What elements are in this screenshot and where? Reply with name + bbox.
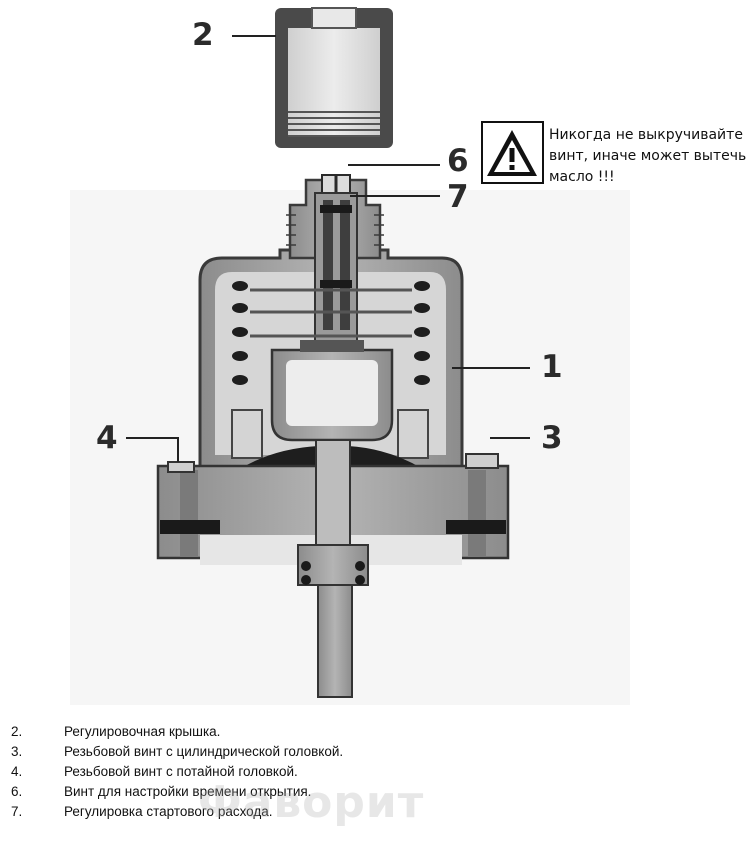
legend-number: 4.: [11, 764, 23, 779]
piston-cup: [270, 340, 394, 442]
warning-box: [481, 121, 544, 184]
legend-text: Регулировка стартового расхода.: [64, 804, 273, 819]
central-shaft: [297, 439, 369, 698]
legend-text: Резьбовой винт с цилиндрической головкой…: [64, 744, 344, 759]
valve-cross-section-diagram: [126, 7, 544, 698]
callout-7: 7: [447, 179, 469, 215]
warning-line: масло !!!: [549, 169, 615, 185]
leader-lines: [126, 35, 530, 462]
legend-text: Винт для настройки времени открытия.: [64, 784, 312, 799]
callout-3: 3: [541, 420, 563, 456]
warning-line: винт, иначе может вытечь: [549, 148, 746, 164]
watermark: Фаворит: [198, 777, 425, 828]
callout-6: 6: [447, 143, 469, 179]
spring-coils: [232, 281, 430, 385]
legend-number: 2.: [11, 724, 23, 739]
adjusting-cap: [275, 7, 393, 148]
warning-line: Никогда не выкручивайте: [549, 127, 743, 143]
countersunk-screw: [167, 461, 195, 473]
warning-message: Никогда не выкручивайте винт, иначе може…: [549, 125, 746, 188]
legend-number: 3.: [11, 744, 23, 759]
cylinder-head-screw: [465, 453, 499, 469]
callout-2: 2: [192, 17, 214, 53]
legend-text: Регулировочная крышка.: [64, 724, 221, 739]
callout-1: 1: [541, 349, 563, 385]
legend-text: Резьбовой винт с потайной головкой.: [64, 764, 298, 779]
legend-number: 6.: [11, 784, 23, 799]
callout-4: 4: [96, 420, 118, 456]
legend-number: 7.: [11, 804, 23, 819]
